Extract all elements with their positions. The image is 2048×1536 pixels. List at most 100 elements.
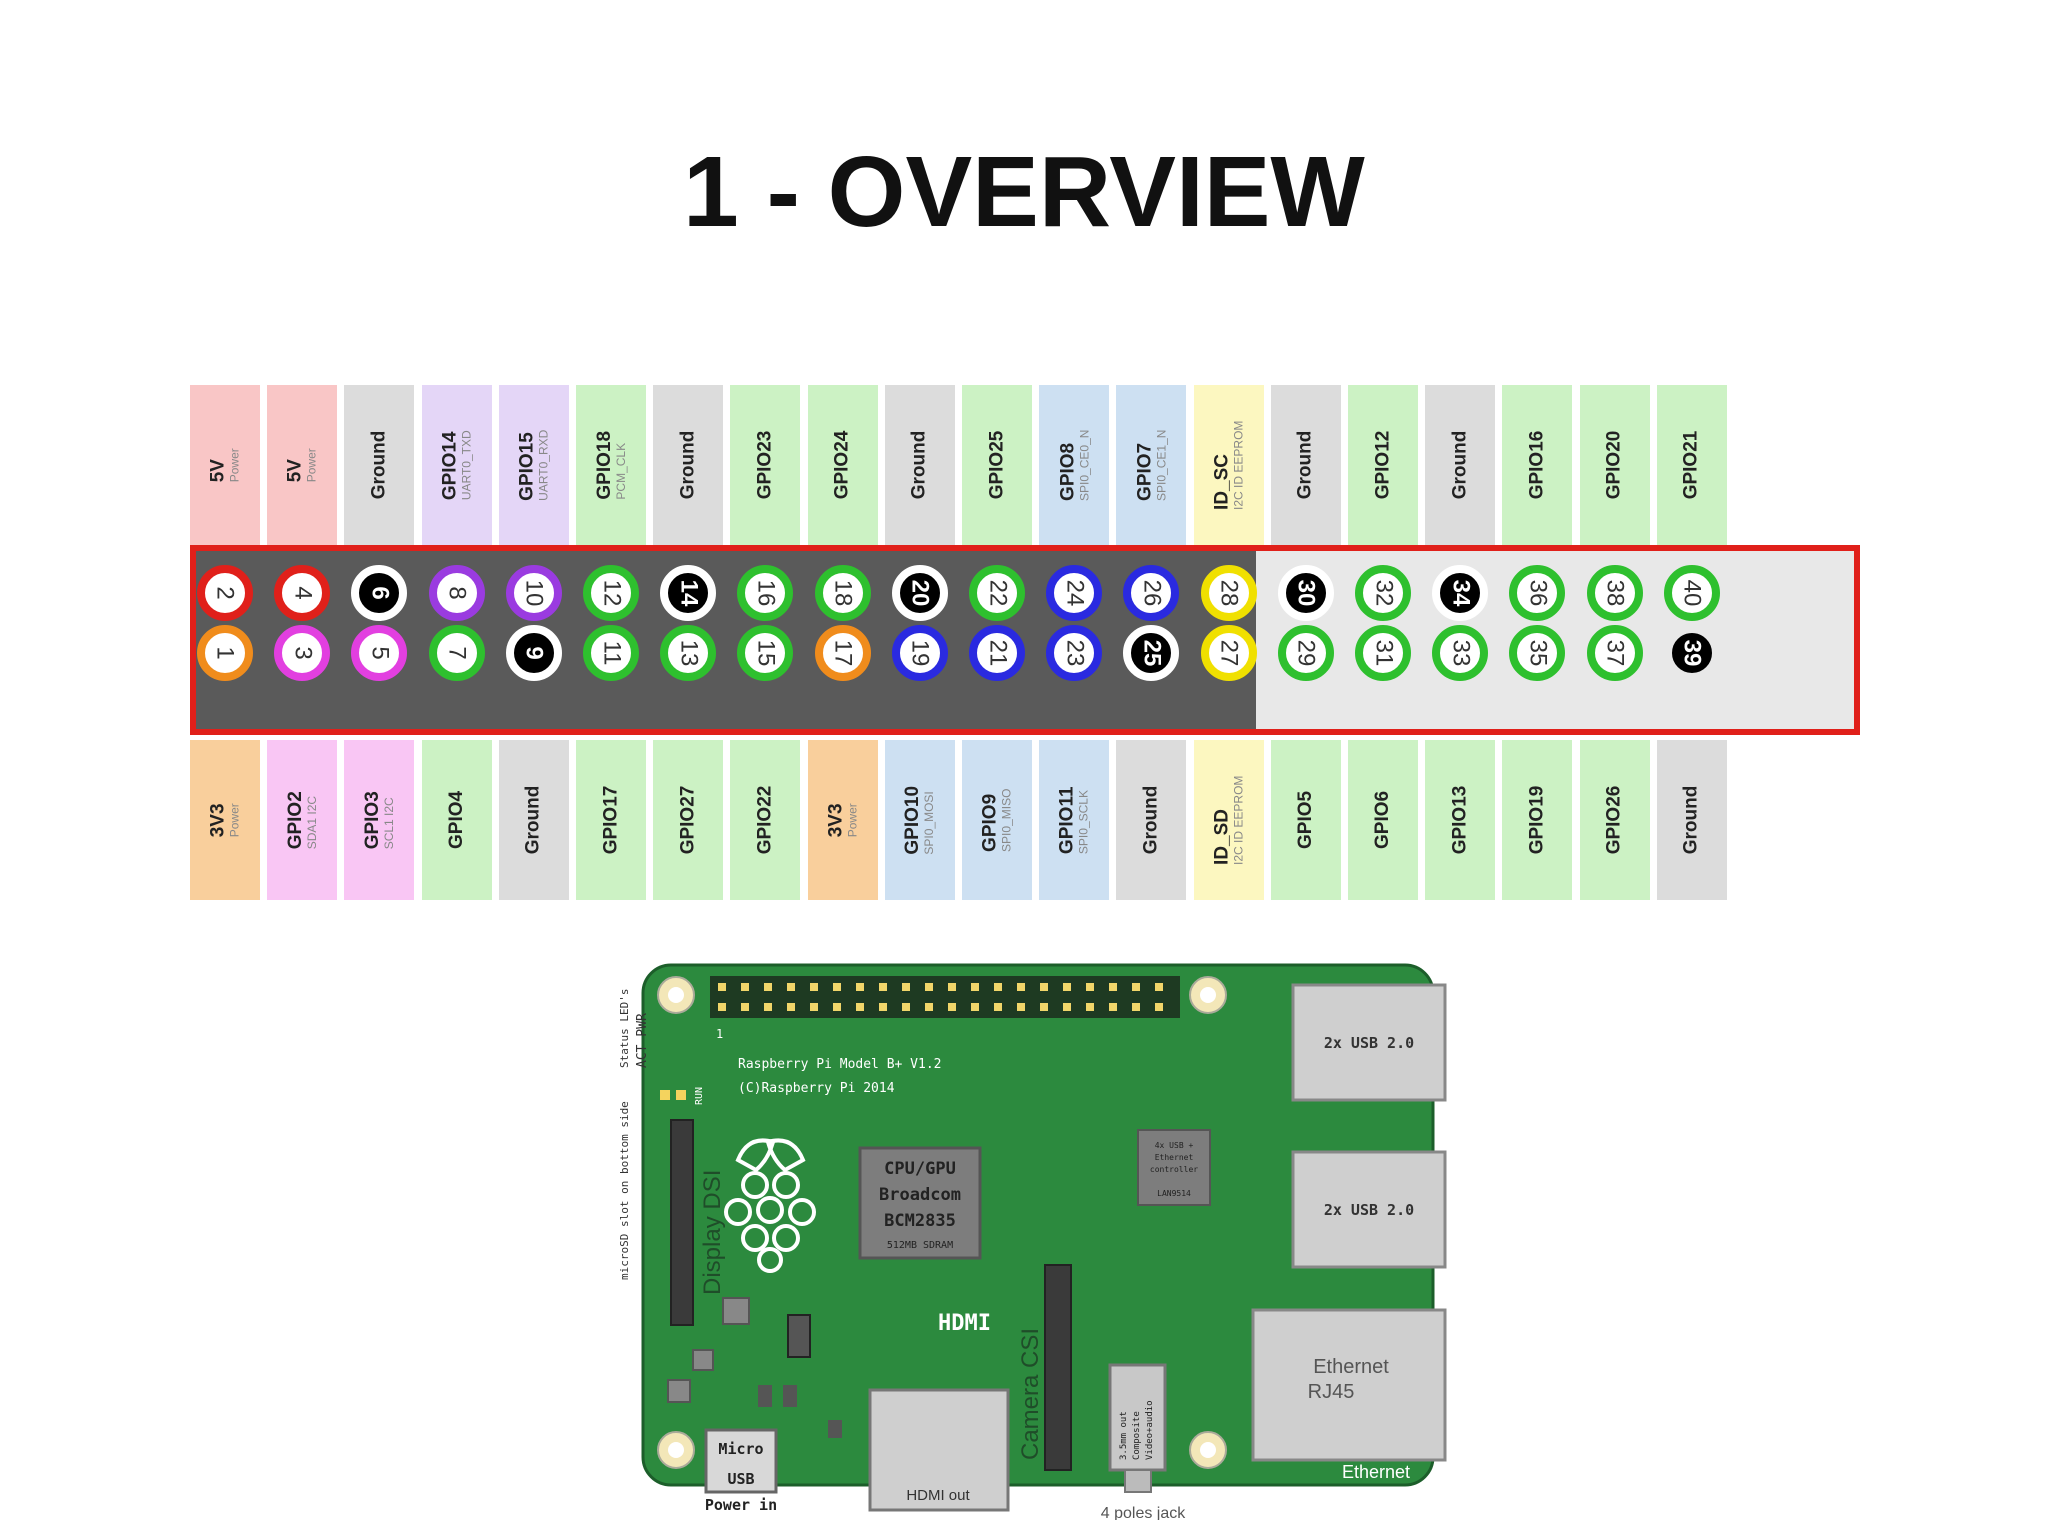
top-pin-label: GPIO21	[1656, 385, 1727, 545]
pin-number: 13	[675, 639, 703, 667]
header-pin	[1132, 983, 1140, 991]
header-pin	[971, 1003, 979, 1011]
pin-number: 6	[366, 586, 394, 600]
pin-label-name: Ground	[1680, 785, 1702, 855]
pin-number: 4	[289, 586, 317, 600]
pin-31: 31	[1355, 625, 1411, 681]
header-pin	[925, 983, 933, 991]
header-pin	[741, 1003, 749, 1011]
pin-label-function: SPI0_CE0_N	[1076, 429, 1091, 501]
header-pin	[810, 1003, 818, 1011]
header-pin	[856, 983, 864, 991]
pin-label-name: Ground	[1140, 785, 1162, 855]
model-text: Raspberry Pi Model B+ V1.2	[738, 1057, 942, 1072]
run-label: RUN	[694, 1087, 705, 1105]
pin-label-name: GPIO2	[284, 790, 306, 850]
pin-label-name: GPIO4	[445, 790, 467, 850]
status-led-act	[660, 1090, 670, 1100]
micro-usb-label-1: Micro	[718, 1440, 763, 1458]
ethernet-port	[1251, 1308, 1447, 1462]
status-leds-label: Status LED's	[618, 989, 631, 1068]
pin-label-name: Ground	[1294, 430, 1316, 500]
usb-port-b	[1291, 1150, 1447, 1269]
top-pin-label: GPIO25	[962, 385, 1032, 545]
ethernet-rj45-label: RJ45	[1308, 1381, 1355, 1403]
pin-label-name: Ground	[368, 430, 390, 500]
pin-label-function: I2C ID EEPROM	[1231, 775, 1246, 865]
raspberry-pi-logo	[724, 1138, 816, 1273]
pin-39: 39	[1663, 625, 1720, 681]
pin-number: 21	[983, 639, 1011, 667]
top-pin-label: Ground	[653, 385, 724, 545]
usb-port-a-label: 2x USB 2.0	[1324, 1034, 1414, 1052]
pin-label-name: GPIO10	[902, 785, 924, 855]
pin-14: 14	[660, 565, 717, 621]
pin-number: 15	[752, 639, 780, 667]
usb-port-b-label: 2x USB 2.0	[1324, 1201, 1414, 1219]
bottom-pin-label: GPIO27	[653, 740, 724, 900]
pin-number: 32	[1369, 579, 1397, 607]
pin-label-name: GPIO23	[754, 430, 776, 500]
pin-label-function: SPI0_MISO	[999, 788, 1014, 852]
pin-label-name: GPIO8	[1056, 442, 1078, 501]
top-pin-label: GPIO20	[1579, 385, 1650, 545]
header-pin	[902, 1003, 910, 1011]
hdmi-port	[868, 1388, 1010, 1512]
pin-number: 2	[211, 586, 239, 600]
pin-label-name: GPIO13	[1449, 785, 1471, 855]
pin-number: 33	[1447, 639, 1475, 667]
mounting-hole	[668, 987, 684, 1003]
pin-label-function: PCM_CLK	[613, 442, 628, 500]
pin-number: 24	[1061, 579, 1089, 607]
pin-10: 10	[505, 565, 562, 621]
bottom-pin-label: Ground	[498, 740, 569, 900]
header-pin	[856, 1003, 864, 1011]
poles-jack-label: 4 poles jack	[1101, 1505, 1186, 1520]
pin-40: 40	[1663, 565, 1720, 621]
pin-number: 27	[1215, 639, 1243, 667]
header-pin	[787, 1003, 795, 1011]
pin-number: 14	[675, 579, 703, 607]
header-pin	[1155, 1003, 1163, 1011]
pin-15: 15	[737, 625, 794, 681]
camera-csi-connector	[1044, 1264, 1072, 1471]
pin-21: 21	[969, 625, 1025, 681]
pin-number: 18	[829, 579, 857, 607]
usb-ethernet-controller-chip	[1137, 1129, 1211, 1206]
pin-label-name: GPIO22	[754, 785, 776, 855]
act-pwr-label: ACT PWR	[635, 1013, 650, 1068]
header-pin	[948, 1003, 956, 1011]
pin-17: 17	[814, 625, 871, 681]
pin-number: 30	[1292, 579, 1320, 607]
top-pin-label: Ground	[1270, 385, 1341, 545]
pin-30: 30	[1277, 565, 1334, 621]
header-pin	[879, 983, 887, 991]
pin-label-name: GPIO24	[831, 430, 853, 500]
header-pin	[1086, 983, 1094, 991]
copyright-text: (C)Raspberry Pi 2014	[738, 1081, 895, 1096]
pin-number: 39	[1678, 639, 1706, 667]
pin-label-name: ID_SD	[1211, 808, 1233, 865]
header-pin	[1132, 1003, 1140, 1011]
pin-8: 8	[428, 565, 485, 621]
usb-hub-line1: 4x USB +	[1155, 1141, 1194, 1150]
pin-35: 35	[1509, 625, 1566, 681]
ethernet-edge-label: Ethernet	[1342, 1462, 1410, 1482]
pin-number: 5	[366, 646, 394, 660]
component	[692, 1349, 714, 1371]
page-title: 1 - OVERVIEW	[683, 136, 1365, 248]
top-pin-label: GPIO16	[1502, 385, 1573, 545]
pin-3: 3	[274, 625, 331, 681]
pin-6: 6	[351, 565, 408, 621]
pin-12: 12	[583, 565, 639, 621]
header-pin	[1017, 983, 1025, 991]
bottom-pin-label: GPIO5	[1270, 740, 1341, 900]
pin-number: 29	[1292, 639, 1320, 667]
cpu-line2: Broadcom	[879, 1185, 961, 1205]
header-pin	[1155, 983, 1163, 991]
header-pin	[948, 983, 956, 991]
